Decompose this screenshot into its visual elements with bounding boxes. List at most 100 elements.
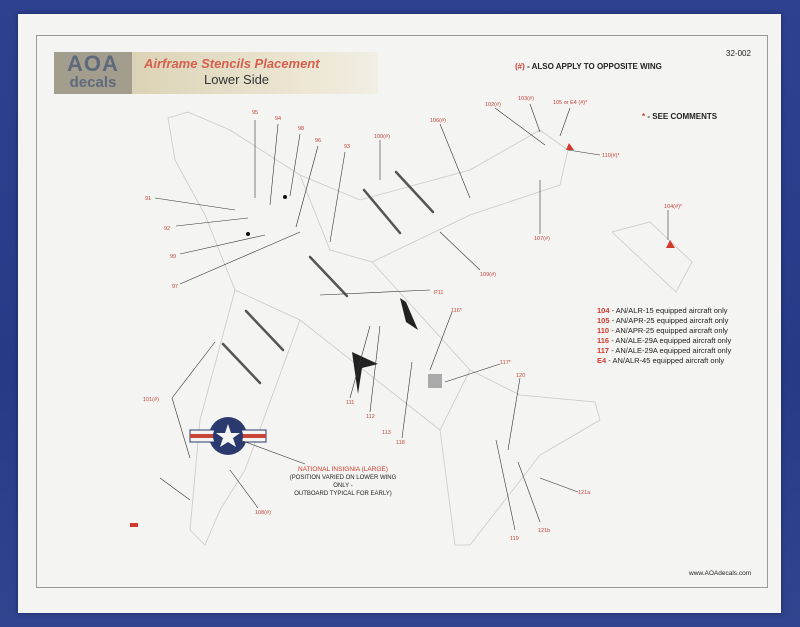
callout-103: 103(#): [518, 96, 534, 102]
legend-row: E4 - AN/ALR-45 equipped aircraft only: [597, 356, 731, 366]
pylon: [244, 309, 285, 352]
legend-text: - AN/APR-25 equipped aircraft only: [609, 316, 729, 325]
legend-number: 105: [597, 316, 610, 325]
callout-labels: 91 92 93 94 95 96 97 98 99 101(#) 102(#)…: [143, 96, 683, 542]
pylons: [221, 170, 435, 385]
callout-117: 117*: [500, 360, 512, 366]
leader-line: [229, 469, 259, 509]
antenna-blade: [400, 298, 418, 330]
fuselage-line: [234, 289, 301, 321]
hash-marker: (#): [515, 62, 525, 71]
leader-line: [154, 197, 236, 211]
callout-108: 108(#): [255, 510, 271, 516]
wing-root-line: [299, 174, 373, 263]
sheet-subtitle: Lower Side: [204, 72, 270, 87]
fastener-dot: [246, 232, 250, 236]
tail-line: [439, 369, 471, 431]
red-marker: [666, 240, 675, 248]
callout-97: 97: [172, 284, 178, 290]
leader-line: [289, 133, 301, 197]
leader-line: [175, 217, 249, 227]
airframe-outline: [167, 111, 601, 546]
inset-detail-outline: [611, 221, 693, 293]
pylon: [221, 342, 262, 385]
leader-line: [539, 477, 579, 493]
callout-110: 110(#)*: [602, 153, 620, 159]
leader-line: [349, 325, 371, 399]
leader-line: [529, 103, 541, 133]
opposite-wing-text: - ALSO APPLY TO OPPOSITE WING: [524, 62, 662, 71]
callout-121a: 121a: [578, 490, 591, 496]
leader-line: [429, 311, 453, 371]
leader-line: [269, 123, 279, 206]
callout-113: 113: [382, 430, 391, 436]
leader-line: [559, 107, 571, 137]
opposite-wing-note: (#) - ALSO APPLY TO OPPOSITE WING: [515, 62, 662, 72]
leader-line: [179, 234, 266, 255]
legend-number: 110: [597, 326, 610, 335]
leader-line: [171, 341, 216, 399]
pylon: [308, 255, 349, 298]
leader-line: [494, 107, 546, 146]
callout-111: 111: [346, 400, 354, 406]
legend-number: E4: [597, 356, 607, 365]
leader-line: [369, 325, 381, 413]
callout-99: 99: [170, 254, 176, 260]
aoa-logo: AOA decals: [54, 52, 132, 94]
aircraft-outline: [167, 111, 693, 546]
callout-93: 93: [344, 144, 350, 150]
national-insignia-note: NATIONAL INSIGNIA (LARGE) (POSITION VARI…: [281, 466, 405, 498]
website-url: www.AOAdecals.com: [689, 570, 752, 577]
leader-line: [239, 439, 306, 465]
legend-row: 117 - AN/ALE-29A equipped aircraft only: [597, 346, 731, 356]
callout-112: 112: [366, 414, 375, 420]
decal-instruction-sheet: [18, 14, 781, 613]
leader-line: [329, 151, 346, 243]
legend-number: 116: [597, 336, 610, 345]
leader-line: [159, 477, 191, 501]
legend-row: 104 - AN/ALR-15 equipped aircraft only: [597, 306, 731, 316]
pylon: [394, 170, 435, 214]
leader-line: [401, 361, 413, 439]
legend-row: 105 - AN/APR-25 equipped aircraft only: [597, 316, 731, 326]
red-marker: [566, 143, 574, 150]
callout-p11: P11: [434, 290, 443, 296]
callout-105: 105 or E4 (#)*: [553, 100, 588, 106]
leader-line: [444, 363, 501, 383]
leader-line: [319, 289, 431, 296]
callout-121b: 121b: [538, 528, 550, 534]
legend-text: - AN/ALE-29A equipped aircraft only: [609, 346, 732, 355]
leader-line: [295, 145, 319, 228]
callout-109: 109(#): [480, 272, 496, 278]
callout-118: 118: [396, 440, 405, 446]
insignia-line-2: OUTBOARD TYPICAL FOR EARLY): [294, 491, 392, 497]
callout-100: 100(#): [374, 134, 390, 140]
leader-lines: [154, 103, 669, 531]
leader-line: [171, 397, 191, 459]
callout-94: 94: [275, 116, 281, 122]
leader-line: [439, 231, 481, 271]
callout-104: 104(#)*: [664, 204, 683, 210]
pylon: [362, 188, 402, 235]
sheet-code: 32-002: [726, 49, 751, 58]
leader-line: [507, 377, 521, 451]
flare-dispenser: [428, 374, 442, 388]
insignia-star: [216, 424, 240, 447]
callout-95: 95: [252, 110, 258, 116]
color-swatch: [130, 523, 138, 527]
leader-line: [439, 123, 471, 199]
callout-120: 120: [516, 373, 525, 379]
legend-text: - AN/APR-25 equipped aircraft only: [609, 326, 728, 335]
title-banner: Airframe Stencils Placement Lower Side: [132, 52, 378, 94]
equipment-legend: 104 - AN/ALR-15 equipped aircraft only 1…: [597, 306, 731, 366]
legend-row: 110 - AN/APR-25 equipped aircraft only: [597, 326, 731, 336]
callout-119: 119: [510, 536, 519, 542]
callout-107: 107(#): [534, 236, 550, 242]
callout-91: 91: [145, 196, 151, 202]
leader-line: [179, 231, 301, 285]
insignia-line-1: (POSITION VARIED ON LOWER WING ONLY -: [289, 475, 397, 489]
sheet-title: Airframe Stencils Placement: [144, 56, 320, 71]
leader-line: [567, 149, 601, 156]
